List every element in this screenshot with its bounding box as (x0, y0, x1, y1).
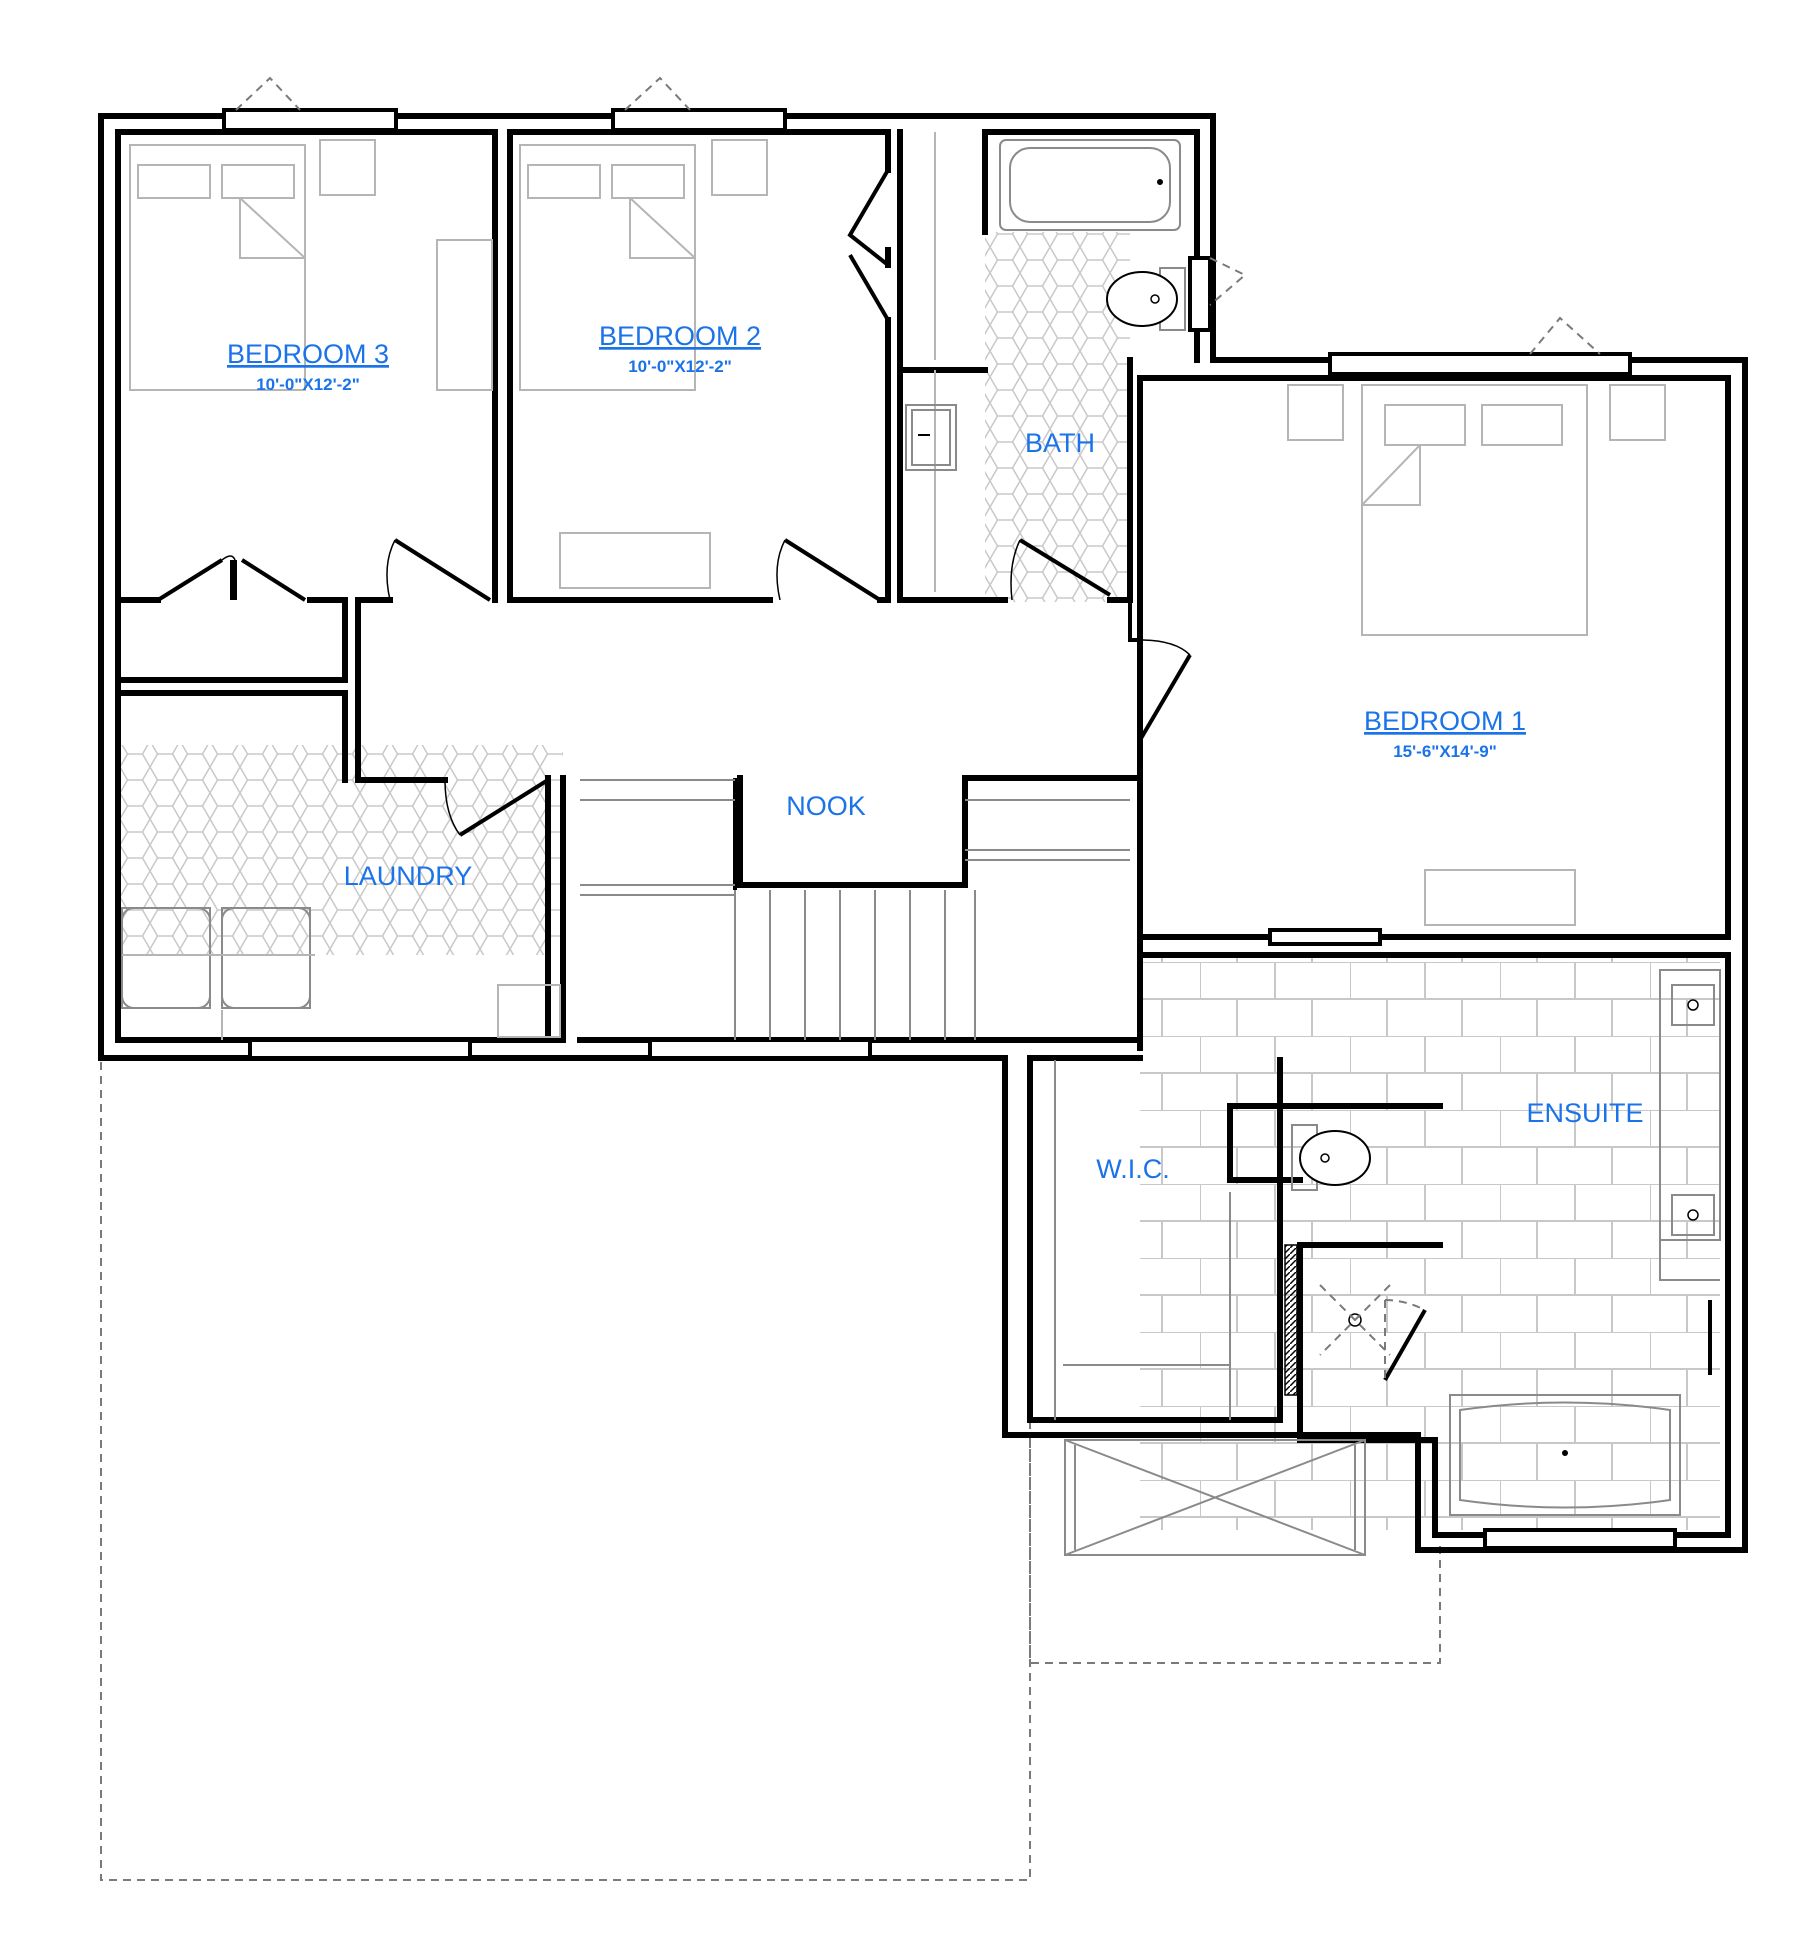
bed-bedroom3 (129, 139, 493, 391)
bath-label: BATH (1025, 428, 1095, 458)
laundry-floor-tile (118, 745, 563, 955)
window-ensuite (1483, 1528, 1677, 1550)
interior-walls (115, 129, 1731, 1538)
bath-floor-tile (985, 232, 1130, 602)
window-ensuite-hall (1268, 928, 1382, 946)
bathtub-ensuite (1449, 1394, 1681, 1516)
toilet-bath (1106, 267, 1186, 331)
toilet-ensuite (1291, 1124, 1371, 1191)
bedroom3-dims: 10'-0"X12'-2" (256, 375, 360, 394)
tile-floors (118, 232, 1720, 1530)
wic-label: W.I.C. (1096, 1154, 1170, 1184)
doors (156, 168, 1427, 1381)
bathtub-bath (999, 139, 1181, 231)
washer-dryer (121, 907, 561, 1040)
ensuite-vanity (1659, 969, 1721, 1281)
dashed-outline-lower (100, 1048, 1441, 1881)
ensuite-label: ENSUITE (1526, 1098, 1643, 1128)
bedroom2-label: BEDROOM 2 (599, 321, 761, 351)
stairs (580, 779, 1130, 1040)
bed-bedroom1 (1287, 384, 1666, 926)
furniture (121, 132, 1721, 1556)
bedroom1-label: BEDROOM 1 (1364, 706, 1526, 736)
window-stair (648, 1038, 872, 1060)
room-labels: BEDROOM 3 10'-0"X12'-2" BEDROOM 2 10'-0"… (227, 321, 1644, 1184)
shower-ensuite (1284, 1244, 1391, 1396)
sink-bath (905, 404, 957, 471)
window-bath (1188, 256, 1212, 332)
window-bedroom2 (611, 108, 787, 132)
window-bedroom1 (1328, 352, 1632, 376)
bed-bedroom2 (519, 139, 768, 589)
window-bedroom3 (222, 108, 398, 132)
window-laundry (248, 1038, 472, 1060)
balcony (1064, 1439, 1366, 1556)
windows (222, 76, 1677, 1550)
bedroom2-dims: 10'-0"X12'-2" (628, 357, 732, 376)
bedroom1-dims: 15'-6"X14'-9" (1393, 742, 1497, 761)
laundry-label: LAUNDRY (344, 861, 473, 891)
nook-label: NOOK (786, 791, 866, 821)
bedroom3-label: BEDROOM 3 (227, 339, 389, 369)
